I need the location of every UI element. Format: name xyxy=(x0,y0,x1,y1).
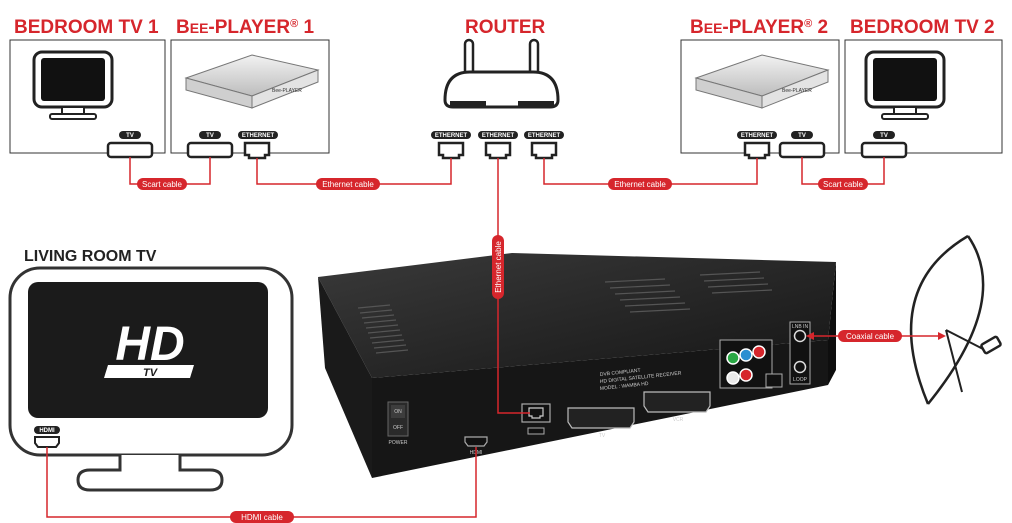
tv-port-label: TV xyxy=(791,131,813,139)
scart-port[interactable] xyxy=(186,141,234,159)
set-top-box-icon: Bee-PLAYER xyxy=(184,54,320,109)
tv-icon xyxy=(32,50,114,120)
tv-port-label: TV xyxy=(119,131,141,139)
svg-text:ETHERNET: ETHERNET xyxy=(242,133,275,139)
component-video-ports[interactable] xyxy=(719,339,773,389)
ethernet-port-label: ETHERNET xyxy=(478,131,518,139)
living-room-tv: HD TV HDMI xyxy=(8,266,294,492)
receiver-scart-vcr-port[interactable]: VCR xyxy=(643,391,711,423)
living-room-tv-title: LIVING ROOM TV xyxy=(24,248,157,265)
ethernet-port-label: ETHERNET xyxy=(238,131,278,139)
svg-text:Bee-PLAYER: Bee-PLAYER xyxy=(782,88,812,94)
svg-text:LOOP: LOOP xyxy=(793,377,808,383)
svg-text:Ethernet cable: Ethernet cable xyxy=(322,180,374,189)
panel-bee-player-1: BEE-PLAYER® 1 Bee-PLAYER TV ETHERNET xyxy=(170,17,330,160)
svg-text:Ethernet cable: Ethernet cable xyxy=(494,241,503,293)
ethernet-port[interactable] xyxy=(743,141,771,160)
scart-port[interactable] xyxy=(778,141,826,159)
scart-cable-label: Scart cable xyxy=(137,178,187,190)
scart-port[interactable] xyxy=(106,141,154,159)
receiver-scart-tv-port[interactable]: TV xyxy=(567,407,635,439)
set-top-box-icon: Bee-PLAYER xyxy=(694,54,830,109)
hdmi-cable-label: HDMI cable xyxy=(230,511,294,523)
svg-text:ETHERNET: ETHERNET xyxy=(435,133,468,139)
svg-text:TV: TV xyxy=(126,133,134,139)
satellite-receiver: ON OFF POWER HDMI TV VCR DVB COMPLIANT H… xyxy=(318,253,836,478)
svg-text:HDMI: HDMI xyxy=(39,428,55,434)
hd-tv-logo: HD TV xyxy=(104,318,194,379)
ethernet-port[interactable] xyxy=(484,141,512,160)
svg-text:TV: TV xyxy=(206,133,214,139)
satellite-dish-icon xyxy=(909,234,1002,405)
tv-icon xyxy=(864,50,946,120)
svg-text:ON: ON xyxy=(394,409,402,415)
hdmi-port-label: HDMI xyxy=(34,426,60,434)
scart-cable-label: Scart cable xyxy=(818,178,868,190)
optical-audio-port[interactable] xyxy=(765,373,783,388)
svg-text:OFF: OFF xyxy=(393,425,403,431)
svg-text:HDMI cable: HDMI cable xyxy=(241,513,283,522)
svg-text:POWER: POWER xyxy=(389,440,408,446)
svg-text:Scart cable: Scart cable xyxy=(142,180,183,189)
svg-text:ETHERNET: ETHERNET xyxy=(482,133,515,139)
router-icon xyxy=(443,38,560,109)
router: ROUTER ETHERNET ETHERNET ETHERNET xyxy=(431,17,564,160)
svg-text:ETHERNET: ETHERNET xyxy=(741,133,774,139)
lnb-ports[interactable]: LNB IN LOOP xyxy=(789,321,811,385)
ethernet-port[interactable] xyxy=(437,141,465,160)
ethernet-port-label: ETHERNET xyxy=(737,131,777,139)
ethernet-port[interactable] xyxy=(530,141,558,160)
ethernet-cable-label: Ethernet cable xyxy=(316,178,380,190)
panel-bee-player-2: BEE-PLAYER® 2 Bee-PLAYER ETHERNET TV xyxy=(680,17,840,160)
svg-text:TV: TV xyxy=(599,433,606,439)
svg-text:VCR: VCR xyxy=(673,417,684,423)
svg-text:Coaxial cable: Coaxial cable xyxy=(846,332,895,341)
power-switch[interactable]: ON OFF POWER xyxy=(387,401,409,446)
bedroom-tv-1-title: BEDROOM TV 1 xyxy=(14,17,159,38)
svg-text:LNB IN: LNB IN xyxy=(792,324,809,330)
ethernet-port-label: ETHERNET xyxy=(524,131,564,139)
svg-text:DVB COMPLIANT: DVB COMPLIANT xyxy=(600,368,641,378)
svg-text:MODEL : WAMBA HD: MODEL : WAMBA HD xyxy=(600,381,650,392)
hdmi-port[interactable] xyxy=(34,436,60,448)
router-title: ROUTER xyxy=(465,17,546,38)
svg-text:Scart cable: Scart cable xyxy=(823,180,864,189)
cables-top xyxy=(129,157,885,185)
svg-text:Bee-PLAYER: Bee-PLAYER xyxy=(272,88,302,94)
tv-port-label: TV xyxy=(873,131,895,139)
svg-text:Ethernet cable: Ethernet cable xyxy=(614,180,666,189)
vent-grille xyxy=(357,271,773,354)
ethernet-port-label: ETHERNET xyxy=(431,131,471,139)
bee-player-1-title: BEE-PLAYER® 1 xyxy=(176,17,314,38)
ethernet-port[interactable] xyxy=(243,141,271,160)
svg-text:TV: TV xyxy=(798,133,806,139)
coaxial-cable-label: Coaxial cable xyxy=(838,330,902,342)
ethernet-cable-label-vertical: Ethernet cable xyxy=(492,235,504,299)
svg-text:TV: TV xyxy=(880,133,888,139)
tv-port-label: TV xyxy=(199,131,221,139)
panel-bedroom-tv-2: BEDROOM TV 2 TV xyxy=(844,17,1003,159)
bedroom-tv-2-title: BEDROOM TV 2 xyxy=(850,17,995,38)
svg-text:ETHERNET: ETHERNET xyxy=(528,133,561,139)
svg-text:TV: TV xyxy=(143,367,159,379)
scart-port[interactable] xyxy=(860,141,908,159)
bee-player-2-title: BEE-PLAYER® 2 xyxy=(690,17,828,38)
panel-bedroom-tv-1: BEDROOM TV 1 TV xyxy=(9,17,166,159)
svg-text:HD: HD xyxy=(115,318,184,371)
ethernet-cable-label: Ethernet cable xyxy=(608,178,672,190)
